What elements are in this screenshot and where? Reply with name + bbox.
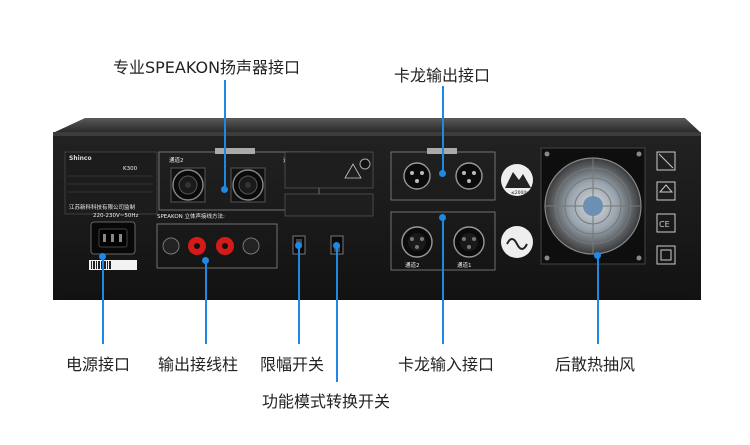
xlr-output-section: [390, 148, 496, 201]
speakon-connector-2[interactable]: [170, 167, 206, 203]
xlr-in-1[interactable]: [453, 226, 485, 258]
xlr-output-callout-line: [442, 86, 444, 172]
warning-area: [284, 151, 374, 217]
xlr-input-callout-dot: [439, 214, 446, 221]
limiter-callout-dot: [295, 242, 302, 249]
binding-posts-label: 输出接线柱: [158, 355, 239, 374]
home-icon: [656, 181, 676, 201]
altitude-text: ≤2000m: [511, 190, 531, 196]
mode-switch-callout-line: [336, 246, 338, 382]
speakon-callout-line: [224, 80, 226, 188]
speakon-wiring-text: SPEAKON 立体声接线方法:: [157, 212, 225, 220]
mode-switch-callout-dot: [333, 242, 340, 249]
speakon-connector-1[interactable]: [230, 167, 266, 203]
book-icon: [656, 245, 676, 265]
power-label: 电源接口: [66, 355, 131, 374]
mode-switch-label: 功能模式转换开关: [262, 392, 391, 411]
amplifier-rear-panel: Shinco K300 江苏新科科技有限公司监制 220-230V~50Hz 通…: [53, 118, 701, 300]
xlr-out-1[interactable]: [455, 162, 483, 190]
info-sticker: Shinco K300 江苏新科科技有限公司监制: [64, 151, 158, 215]
cooling-fan: [540, 147, 646, 265]
xlr-in-ch2: 通道2: [405, 261, 420, 269]
cert-mark: [501, 226, 533, 258]
fan-callout-line: [597, 256, 599, 344]
fan-label: 后散热抽风: [555, 355, 636, 374]
speakon-callout-dot: [221, 186, 228, 193]
binding-posts: [156, 223, 278, 269]
limiter-label: 限幅开关: [260, 355, 325, 374]
speakon-ch2: 通道2: [169, 156, 184, 164]
ce-mark-icon: CE: [656, 213, 676, 233]
binding-posts-callout-dot: [202, 257, 209, 264]
binding-posts-callout-line: [205, 262, 207, 344]
xlr-input-callout-line: [442, 218, 444, 344]
company-text: 江苏新科科技有限公司监制: [69, 203, 136, 211]
voltage-text: 220-230V~50Hz: [93, 213, 138, 219]
brand-text: Shinco: [69, 155, 92, 162]
altitude-mark: ≤2000m: [501, 164, 533, 196]
xlr-output-callout-dot: [439, 170, 446, 177]
xlr-in-2[interactable]: [401, 226, 433, 258]
power-callout-dot: [99, 253, 106, 260]
speakon-label: 专业SPEAKON扬声器接口: [113, 58, 301, 77]
speakon-section: 通道2 通道1 SPEAKON 立体声接线方法:: [157, 148, 320, 220]
xlr-out-2[interactable]: [403, 162, 431, 190]
limiter-callout-line: [298, 246, 300, 344]
power-callout-line: [102, 258, 104, 344]
xlr-in-ch1: 通道1: [457, 261, 472, 269]
xlr-input-section: 通道2 通道1: [390, 211, 496, 271]
svg-text:CE: CE: [659, 220, 670, 229]
fan-callout-dot: [594, 252, 601, 259]
recycle-bin-icon: [656, 151, 676, 171]
xlr-input-label: 卡龙输入接口: [398, 355, 495, 374]
model-text: K300: [123, 166, 138, 172]
xlr-output-label: 卡龙输出接口: [394, 66, 491, 85]
power-inlet: 220-230V~50Hz: [90, 213, 138, 255]
